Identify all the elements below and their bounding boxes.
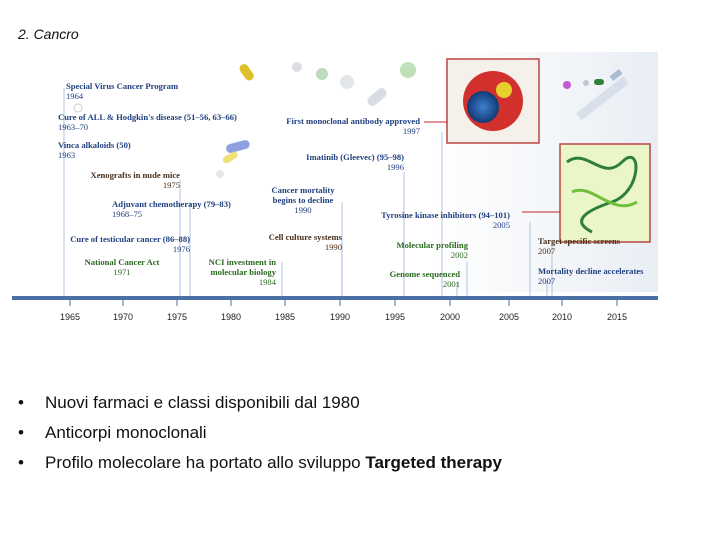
event-tki: Tyrosine kinase inhibitors (94–101) 2005 [381,210,510,230]
axis-tick-label: 1995 [384,312,406,322]
event-testicular-cancer: Cure of testicular cancer (86–88) 1976 [70,234,190,254]
bullet-text: Profilo molecolare ha portato allo svilu… [45,453,366,472]
axis-tick-label: 2005 [498,312,520,322]
timeline-graphics [12,52,658,306]
bullet-glyph: • [18,393,24,412]
protein-structure-image [559,143,651,243]
connector-lines [424,121,560,213]
event-national-cancer-act: National Cancer Act 1971 [84,257,160,277]
event-cell-culture: Cell culture systems 1990 [268,232,342,252]
bullet-item: • Profilo molecolare ha portato allo svi… [18,448,502,478]
bullet-text: Anticorpi monoclonali [45,423,207,442]
event-mortality-accelerates: Mortality decline accelerates 2007 [538,266,644,286]
event-vinca-alkaloids: Vinca alkaloids (50) 1963 [58,140,131,160]
axis-tick-label: 1980 [220,312,242,322]
bullet-text: Nuovi farmaci e classi disponibili dal 1… [45,393,360,412]
event-imatinib: Imatinib (Gleevec) (95–98) 1996 [306,152,404,172]
axis-tick-label: 1965 [59,312,81,322]
axis-tick-label: 1985 [274,312,296,322]
event-adjuvant-chemotherapy: Adjuvant chemotherapy (79–83) 1968–75 [112,199,231,219]
event-special-virus: Special Virus Cancer Program 1964 [66,81,179,101]
bullet-glyph: • [18,423,24,442]
event-first-monoclonal: First monoclonal antibody approved 1997 [286,116,420,136]
axis-ticks [69,300,618,306]
axis-tick-label: 2010 [551,312,573,322]
syringe-icon [575,68,629,121]
axis-tick-label: 2000 [439,312,461,322]
bullet-item: • Anticorpi monoclonali [18,418,502,448]
bullet-list: • Nuovi farmaci e classi disponibili dal… [18,388,502,478]
antibody-image [446,58,540,144]
event-nci-investment: NCI investment in molecular biology 1984 [208,257,276,287]
axis-tick-label: 2015 [606,312,628,322]
bullet-item: • Nuovi farmaci e classi disponibili dal… [18,388,502,418]
event-molecular-profiling: Molecular profiling 2002 [396,240,468,260]
bullet-glyph: • [18,453,24,472]
axis-tick-label: 1970 [112,312,134,322]
timeline-figure: Special Virus Cancer Program 1964 Cure o… [12,52,658,328]
axis-tick-label: 1990 [329,312,351,322]
event-target-screens: Target specific screens 2007 [538,236,621,256]
bullet-bold-text: Targeted therapy [365,453,503,472]
event-cure-all-hodgkin: Cure of ALL & Hodgkin's disease (51–56, … [58,112,237,132]
timeline-guides [63,88,553,296]
event-genome-sequenced: Genome sequenced 2001 [389,269,460,289]
pills-decoration [73,62,604,178]
axis-bar [12,296,658,300]
slide-title: 2. Cancro [18,26,79,42]
event-mortality-decline-begins: Cancer mortality begins to decline 1990 [271,185,335,215]
axis-tick-label: 1975 [166,312,188,322]
event-xenografts: Xenografts in nude mice 1975 [90,170,180,190]
